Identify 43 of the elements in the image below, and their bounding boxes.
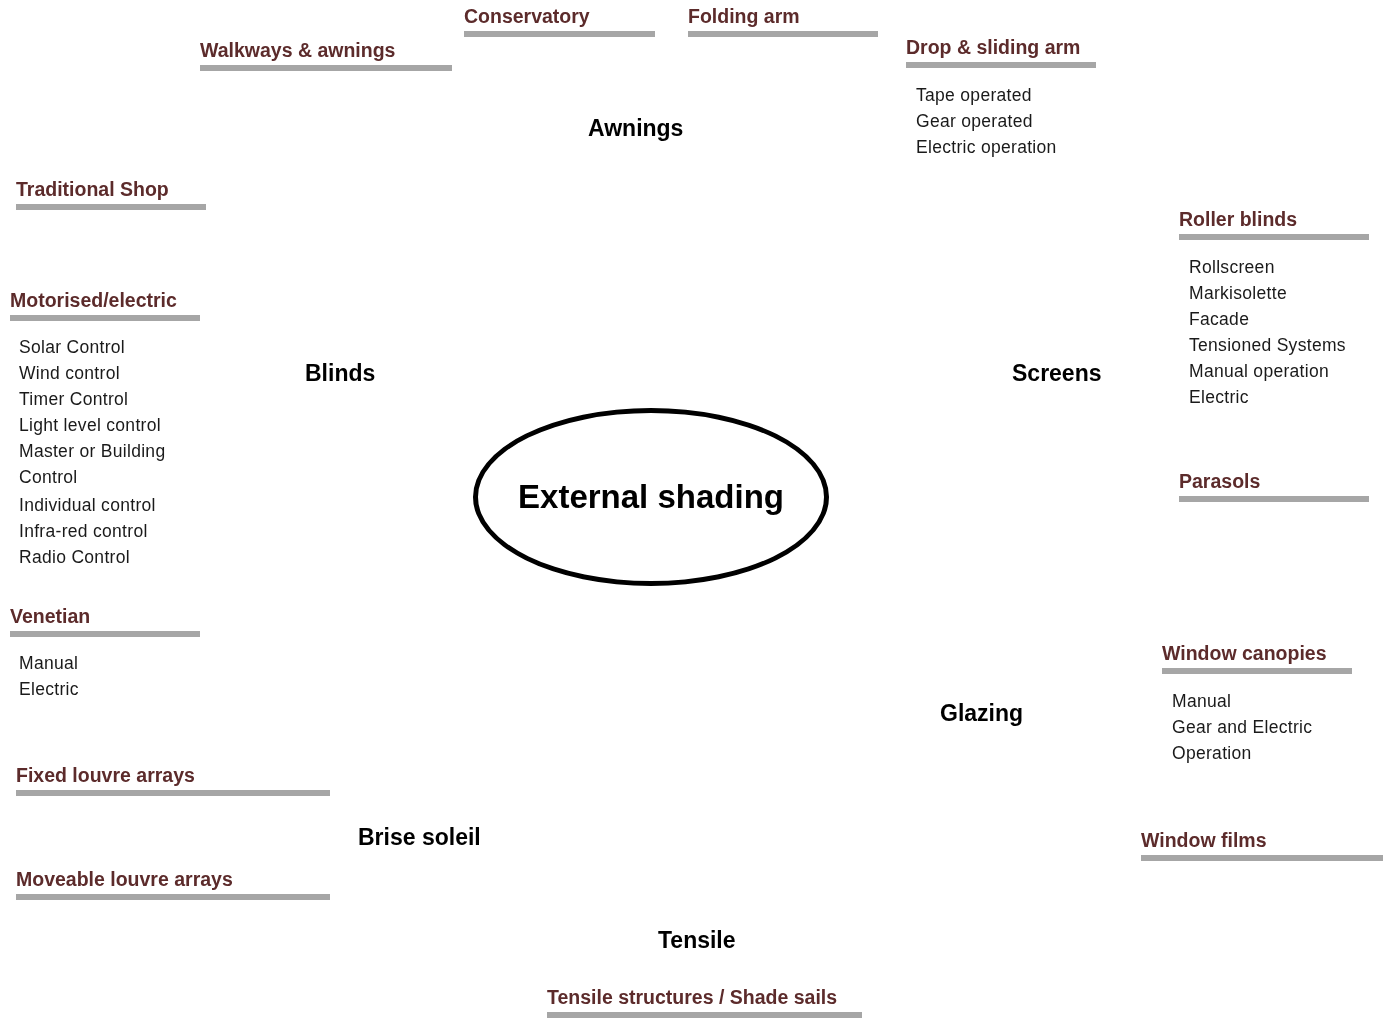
underlined-heading: Conservatory [464,3,655,37]
underlined-heading: Walkways & awnings [200,37,452,71]
underlined-heading: Parasols [1179,468,1369,502]
list-item: Solar Control [19,336,126,359]
node-title: External shading [518,478,784,516]
list-item: Timer Control [19,388,129,411]
list-item: Infra-red control [19,520,148,543]
list-item: Manual operation [1189,360,1330,383]
underlined-heading: Drop & sliding arm [906,34,1096,68]
list-item: Electric [19,678,79,701]
underlined-heading: Roller blinds [1179,206,1369,240]
underlined-heading: Tensile structures / Shade sails [547,984,862,1018]
category-label: Blinds [305,359,376,388]
list-item: Light level control [19,414,161,437]
list-item: Markisolette [1189,282,1287,305]
list-item: Individual control [19,494,156,517]
list-item: Gear and Electric Operation [1172,716,1314,765]
list-item: Manual [19,652,79,675]
underlined-heading: Motorised/electric [10,287,200,321]
category-label: Tensile [658,926,736,955]
underlined-heading: Venetian [10,603,200,637]
category-label: Awnings [588,114,684,143]
list-item: Facade [1189,308,1250,331]
underlined-heading: Folding arm [688,3,878,37]
ellipse-node [473,408,829,586]
list-item: Wind control [19,362,120,385]
underlined-heading: Window canopies [1162,640,1352,674]
category-label: Screens [1012,359,1102,388]
list-item: Master or Building Control [19,440,167,489]
list-item: Gear operated [916,110,1033,133]
category-label: Brise soleil [358,823,481,852]
list-item: Electric operation [916,136,1057,159]
list-item: Tape operated [916,84,1032,107]
underlined-heading: Window films [1141,827,1383,861]
list-item: Manual [1172,690,1232,713]
underlined-heading: Traditional Shop [16,176,206,210]
underlined-heading: Moveable louvre arrays [16,866,330,900]
list-item: Rollscreen [1189,256,1275,279]
list-item: Tensioned Systems [1189,334,1346,357]
category-label: Glazing [940,699,1024,728]
list-item: Radio Control [19,546,130,569]
list-item: Electric [1189,386,1249,409]
underlined-heading: Fixed louvre arrays [16,762,330,796]
